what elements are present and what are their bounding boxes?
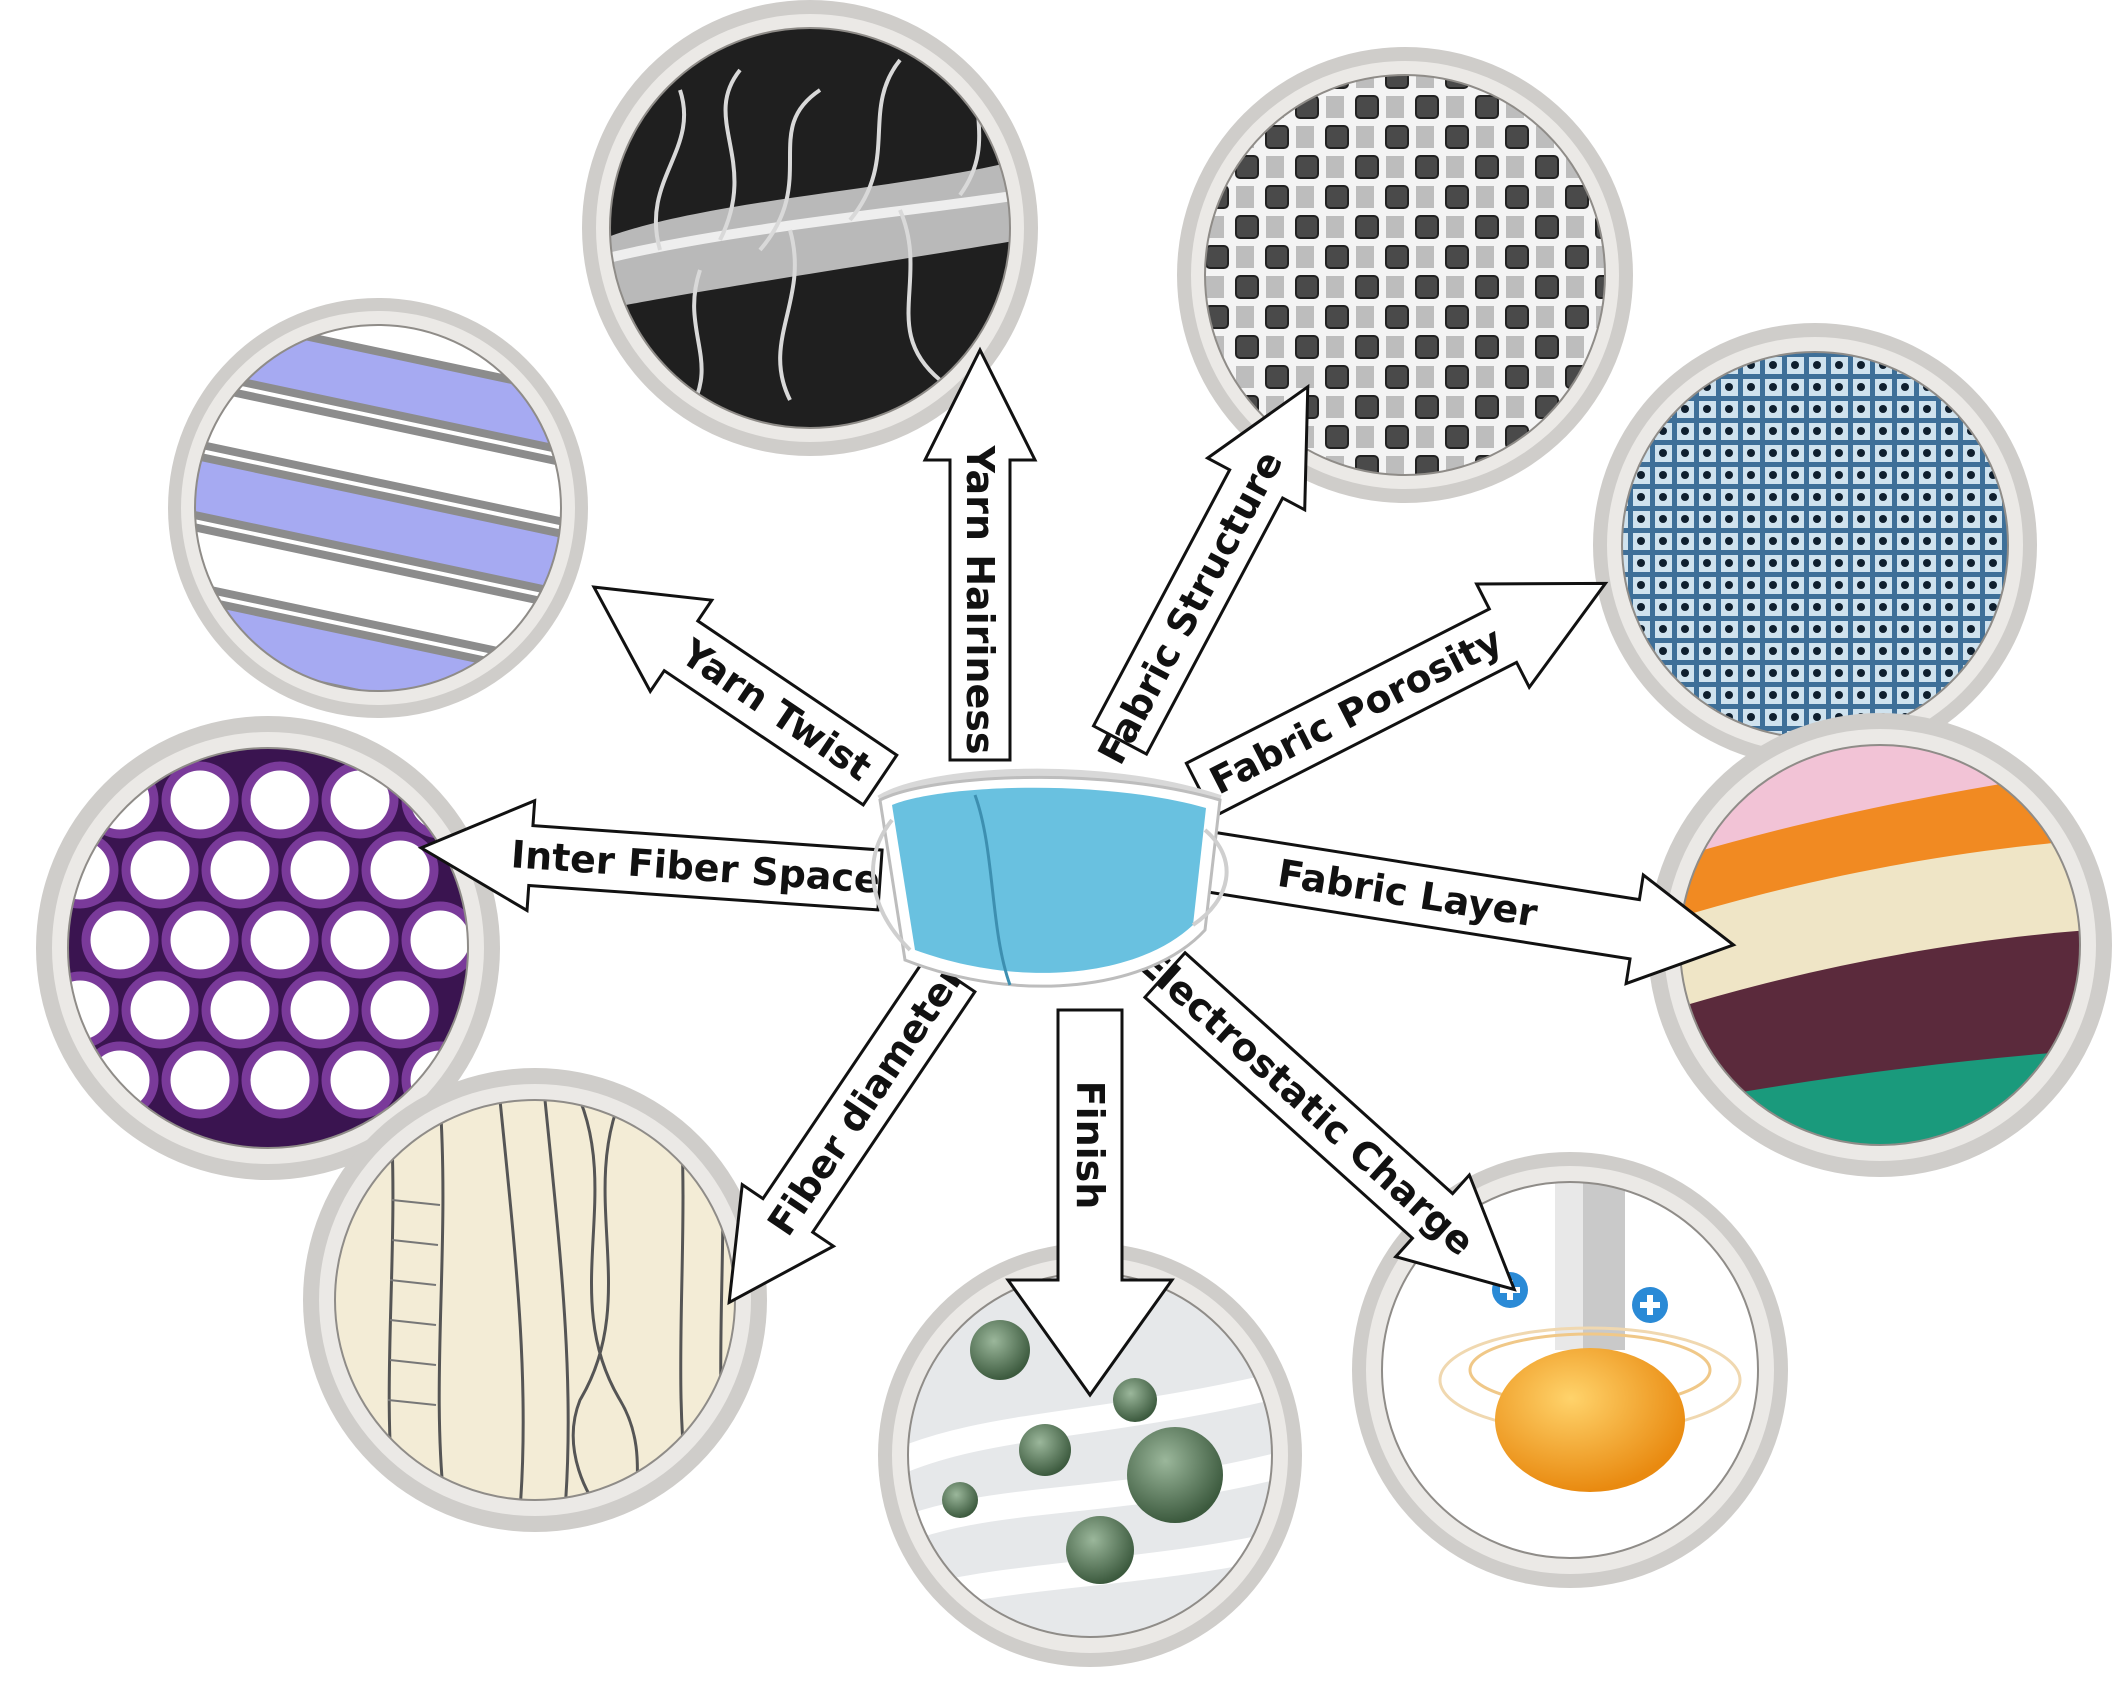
- fabric-structure-image: [1177, 47, 1633, 503]
- label-fabric-structure: Fabric Structure: [1089, 444, 1291, 772]
- arrow-fabric-layer: Fabric Layer: [1203, 830, 1737, 986]
- arrow-yarn-twist: Yarn Twist: [591, 585, 899, 807]
- yarn-hairiness-image: [582, 0, 1038, 456]
- label-electrostatic-charge: Electrostatic Charge: [1129, 940, 1482, 1264]
- label-yarn-twist: Yarn Twist: [672, 630, 879, 790]
- fiber-diameter-image: [303, 1068, 767, 1532]
- finish-image: [878, 1243, 1302, 1667]
- label-yarn-hairiness: Yarn Hairiness: [958, 445, 1002, 755]
- yarn-twist-image: [168, 298, 588, 718]
- inter-fiber-space-image: [36, 716, 500, 1180]
- fabric-porosity-image: [1593, 323, 2037, 767]
- face-mask-icon: [871, 768, 1229, 988]
- arrow-yarn-hairiness: Yarn Hairiness: [922, 346, 1038, 762]
- arrow-finish: Finish: [1005, 1008, 1175, 1398]
- fabric-layer-image: [1648, 713, 2112, 1177]
- label-finish: Finish: [1068, 1081, 1112, 1210]
- arrow-fiber-diameter: Fiber diameter: [727, 955, 977, 1306]
- label-fabric-porosity: Fabric Porosity: [1203, 618, 1510, 803]
- label-fiber-diameter: Fiber diameter: [759, 955, 973, 1243]
- arrow-fabric-porosity: Fabric Porosity: [1184, 581, 1609, 819]
